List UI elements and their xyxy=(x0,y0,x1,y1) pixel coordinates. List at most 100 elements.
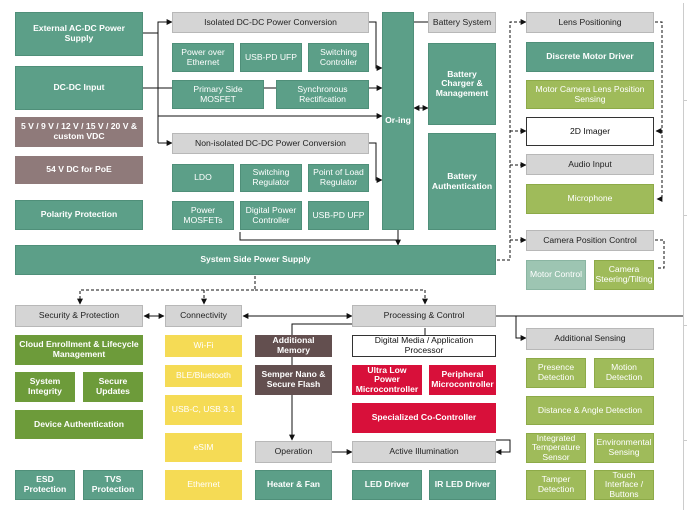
dc-dc-input-label: DC-DC Input xyxy=(53,82,105,93)
led-driver-block[interactable]: LED Driver xyxy=(352,470,422,500)
microphone-label: Microphone xyxy=(567,193,613,204)
additional-sensing-label: Additional Sensing xyxy=(554,333,626,344)
imager-2d-block[interactable]: 2D Imager xyxy=(526,117,654,146)
external-ac-dc-block[interactable]: External AC-DC Power Supply xyxy=(15,12,143,56)
ethernet-label: Ethernet xyxy=(187,479,220,490)
tvs-protection-label: TVS Protection xyxy=(91,474,135,494)
ethernet-block[interactable]: Ethernet xyxy=(165,470,242,500)
system-integrity-label: System Integrity xyxy=(28,376,62,396)
motor-control-block[interactable]: Motor Control xyxy=(526,260,586,290)
non-isolated-header-label: Non-isolated DC-DC Power Conversion xyxy=(195,137,346,148)
peripheral-mcu-block[interactable]: Peripheral Microcontroller xyxy=(429,365,496,395)
environmental-sensing-block[interactable]: Environmental Sensing xyxy=(594,433,654,463)
esim-block[interactable]: eSIM xyxy=(165,433,242,462)
tvs-protection-block[interactable]: TVS Protection xyxy=(83,470,143,500)
distance-angle-label: Distance & Angle Detection xyxy=(537,404,643,415)
polarity-protection-block[interactable]: Polarity Protection xyxy=(15,200,143,230)
border-tick xyxy=(683,215,687,216)
device-authentication-label: Device Authentication xyxy=(34,418,124,429)
oring-label: Or-ing xyxy=(385,115,411,126)
border-tick xyxy=(683,325,687,326)
oring-block[interactable]: Or-ing xyxy=(382,12,414,230)
digital-power-controller-block[interactable]: Digital Power Controller xyxy=(240,201,302,230)
motor-camera-lens-block[interactable]: Motor Camera Lens Position Sensing xyxy=(526,80,654,109)
digital-power-controller-label: Digital Power Controller xyxy=(245,204,297,225)
system-integrity-block[interactable]: System Integrity xyxy=(15,372,75,402)
ir-led-driver-block[interactable]: IR LED Driver xyxy=(429,470,496,500)
motor-control-label: Motor Control xyxy=(529,269,583,280)
secure-updates-label: Secure Updates xyxy=(96,376,130,396)
poe-54v-block[interactable]: 54 V DC for PoE xyxy=(15,156,143,184)
touch-interface-block[interactable]: Touch Interface / Buttons xyxy=(594,470,654,500)
usb-block[interactable]: USB-C, USB 3.1 xyxy=(165,395,242,425)
point-of-load-regulator-label: Point of Load Regulator xyxy=(313,167,364,187)
integrated-temp-block[interactable]: Integrated Temperature Sensor xyxy=(526,433,586,463)
usb-pd-ufp-2-label: USB-PD UFP xyxy=(312,209,365,220)
active-illumination-header[interactable]: Active Illumination xyxy=(352,441,496,463)
presence-detection-block[interactable]: Presence Detection xyxy=(526,358,586,388)
digital-media-processor-block[interactable]: Digital Media / Application Processor xyxy=(352,335,496,357)
battery-charger-block[interactable]: Battery Charger & Management xyxy=(428,43,496,125)
system-side-power-supply-label: System Side Power Supply xyxy=(200,254,311,265)
security-header-label: Security & Protection xyxy=(38,310,120,321)
additional-memory-block[interactable]: Additional Memory xyxy=(255,335,332,357)
additional-sensing-header[interactable]: Additional Sensing xyxy=(526,328,654,350)
discrete-motor-driver-block[interactable]: Discrete Motor Driver xyxy=(526,42,654,72)
co-controller-block[interactable]: Specialized Co-Controller xyxy=(352,403,496,433)
semper-nano-label: Semper Nano & Secure Flash xyxy=(261,369,326,389)
point-of-load-regulator-block[interactable]: Point of Load Regulator xyxy=(308,164,369,192)
cloud-enrollment-block[interactable]: Cloud Enrollment & Lifecycle Management xyxy=(15,335,143,365)
microphone-block[interactable]: Microphone xyxy=(526,184,654,214)
heater-fan-block[interactable]: Heater & Fan xyxy=(255,470,332,500)
power-mosfets-label: Power MOSFETs xyxy=(183,204,223,225)
motion-detection-label: Motion Detection xyxy=(605,362,643,382)
primary-side-mosfet-block[interactable]: Primary Side MOSFET xyxy=(172,80,264,109)
usb-pd-ufp-2-block[interactable]: USB-PD UFP xyxy=(308,201,369,230)
esd-protection-block[interactable]: ESD Protection xyxy=(15,470,75,500)
touch-interface-label: Touch Interface / Buttons xyxy=(604,470,644,499)
power-over-ethernet-block[interactable]: Power over Ethernet xyxy=(172,43,234,72)
switching-regulator-block[interactable]: Switching Regulator xyxy=(240,164,302,192)
isolated-header[interactable]: Isolated DC-DC Power Conversion xyxy=(172,12,369,33)
cloud-enrollment-label: Cloud Enrollment & Lifecycle Management xyxy=(19,339,139,359)
battery-header[interactable]: Battery System xyxy=(428,12,496,33)
esim-label: eSIM xyxy=(193,441,214,452)
wifi-label: Wi-Fi xyxy=(193,340,214,351)
dc-dc-input-block[interactable]: DC-DC Input xyxy=(15,66,143,110)
isolated-header-label: Isolated DC-DC Power Conversion xyxy=(204,16,337,27)
device-authentication-block[interactable]: Device Authentication xyxy=(15,410,143,439)
camera-steering-block[interactable]: Camera Steering/Tilting xyxy=(594,260,654,290)
motion-detection-block[interactable]: Motion Detection xyxy=(594,358,654,388)
secure-updates-block[interactable]: Secure Updates xyxy=(83,372,143,402)
poe-54v-label: 54 V DC for PoE xyxy=(46,164,112,175)
esd-protection-label: ESD Protection xyxy=(23,474,67,494)
distance-angle-block[interactable]: Distance & Angle Detection xyxy=(526,396,654,425)
lens-positioning-header[interactable]: Lens Positioning xyxy=(526,12,654,33)
switching-controller-block[interactable]: Switching Controller xyxy=(308,43,369,72)
ble-block[interactable]: BLE/Bluetooth xyxy=(165,365,242,387)
tamper-detection-block[interactable]: Tamper Detection xyxy=(526,470,586,500)
operation-header-label: Operation xyxy=(274,446,313,457)
wifi-block[interactable]: Wi-Fi xyxy=(165,335,242,357)
ldo-block[interactable]: LDO xyxy=(172,164,234,192)
camera-position-header[interactable]: Camera Position Control xyxy=(526,230,654,251)
power-mosfets-block[interactable]: Power MOSFETs xyxy=(172,201,234,230)
usb-pd-ufp-block[interactable]: USB-PD UFP xyxy=(240,43,302,72)
semper-nano-block[interactable]: Semper Nano & Secure Flash xyxy=(255,365,332,395)
connectivity-header[interactable]: Connectivity xyxy=(165,305,242,327)
security-header[interactable]: Security & Protection xyxy=(15,305,143,327)
battery-authentication-block[interactable]: Battery Authentication xyxy=(428,133,496,230)
synchronous-rectification-block[interactable]: Synchronous Rectification xyxy=(276,80,369,109)
non-isolated-header[interactable]: Non-isolated DC-DC Power Conversion xyxy=(172,133,369,154)
system-side-power-supply-block[interactable]: System Side Power Supply xyxy=(15,245,496,275)
voltages-block[interactable]: 5 V / 9 V / 12 V / 15 V / 20 V & custom … xyxy=(15,117,143,147)
voltages-label: 5 V / 9 V / 12 V / 15 V / 20 V & custom … xyxy=(20,121,138,141)
audio-input-header[interactable]: Audio Input xyxy=(526,154,654,175)
usb-pd-ufp-label: USB-PD UFP xyxy=(244,51,298,62)
active-illumination-label: Active Illumination xyxy=(389,446,459,457)
operation-header[interactable]: Operation xyxy=(255,441,332,463)
audio-input-label: Audio Input xyxy=(568,158,612,169)
processing-header[interactable]: Processing & Control xyxy=(352,305,496,327)
ultra-low-power-mcu-block[interactable]: Ultra Low Power Microcontroller xyxy=(352,365,422,395)
